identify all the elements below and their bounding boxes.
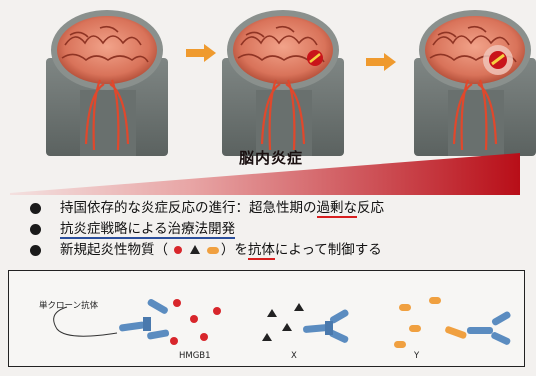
bullet-item-2: 抗炎症戦略による治療法開発 bbox=[30, 219, 530, 240]
bullet-item-3: 新規起炎性物質（ ）を抗体によって制御する bbox=[30, 240, 530, 261]
progress-arrow-2 bbox=[366, 53, 396, 71]
bullet-3-prefix: 新規起炎性物質（ bbox=[60, 242, 168, 258]
bullet-2-text: 抗炎症戦略による治療法開発 bbox=[60, 221, 235, 239]
pointer-line bbox=[54, 307, 117, 336]
antibody-diagram bbox=[9, 271, 524, 366]
hmgb1-label: HMGB1 bbox=[179, 351, 211, 361]
brain-stage-3 bbox=[414, 10, 536, 156]
progress-arrow-1 bbox=[186, 44, 216, 62]
antibody-icon bbox=[119, 298, 170, 340]
brain-stage-2 bbox=[222, 10, 344, 156]
y-markers bbox=[394, 297, 441, 348]
brain-progression-illustration bbox=[0, 0, 536, 160]
bullet-dot-icon bbox=[30, 203, 41, 214]
bullet-1-suffix: 反応 bbox=[357, 200, 384, 216]
monoclonal-antibody-label: 単クローン抗体 bbox=[39, 299, 98, 311]
antibody-icon bbox=[303, 308, 350, 343]
triangle-marker-icon bbox=[189, 244, 201, 256]
antibody-diagram-box: 単クローン抗体 HMGB1 X Y bbox=[8, 270, 525, 367]
bullet-dot-icon bbox=[30, 224, 41, 235]
bullet-1-prefix: 持国依存的な炎症反応の進行：超急性期の bbox=[60, 200, 317, 216]
x-label: X bbox=[291, 351, 297, 361]
bullet-3-suffix: によって制御する bbox=[275, 242, 382, 258]
x-markers bbox=[262, 303, 304, 341]
red-dot-marker-icon bbox=[172, 244, 184, 256]
bullet-item-1: 持国依存的な炎症反応の進行：超急性期の過剰な反応 bbox=[30, 198, 530, 219]
banner-label: 脳内炎症 bbox=[221, 147, 321, 168]
bullet-list: 持国依存的な炎症反応の進行：超急性期の過剰な反応 抗炎症戦略による治療法開発 新… bbox=[30, 198, 530, 261]
bullet-3-emphasis: 抗体 bbox=[248, 242, 275, 260]
bullet-dot-icon bbox=[30, 245, 41, 256]
orange-capsule-marker-icon bbox=[205, 244, 221, 256]
brain-stage-1 bbox=[46, 10, 168, 156]
bullet-1-emphasis: 過剰な bbox=[317, 200, 358, 218]
bullet-3-close: ）を bbox=[221, 242, 248, 258]
antibody-icon bbox=[444, 310, 511, 345]
y-label: Y bbox=[414, 351, 419, 361]
hmgb1-markers bbox=[170, 299, 221, 345]
